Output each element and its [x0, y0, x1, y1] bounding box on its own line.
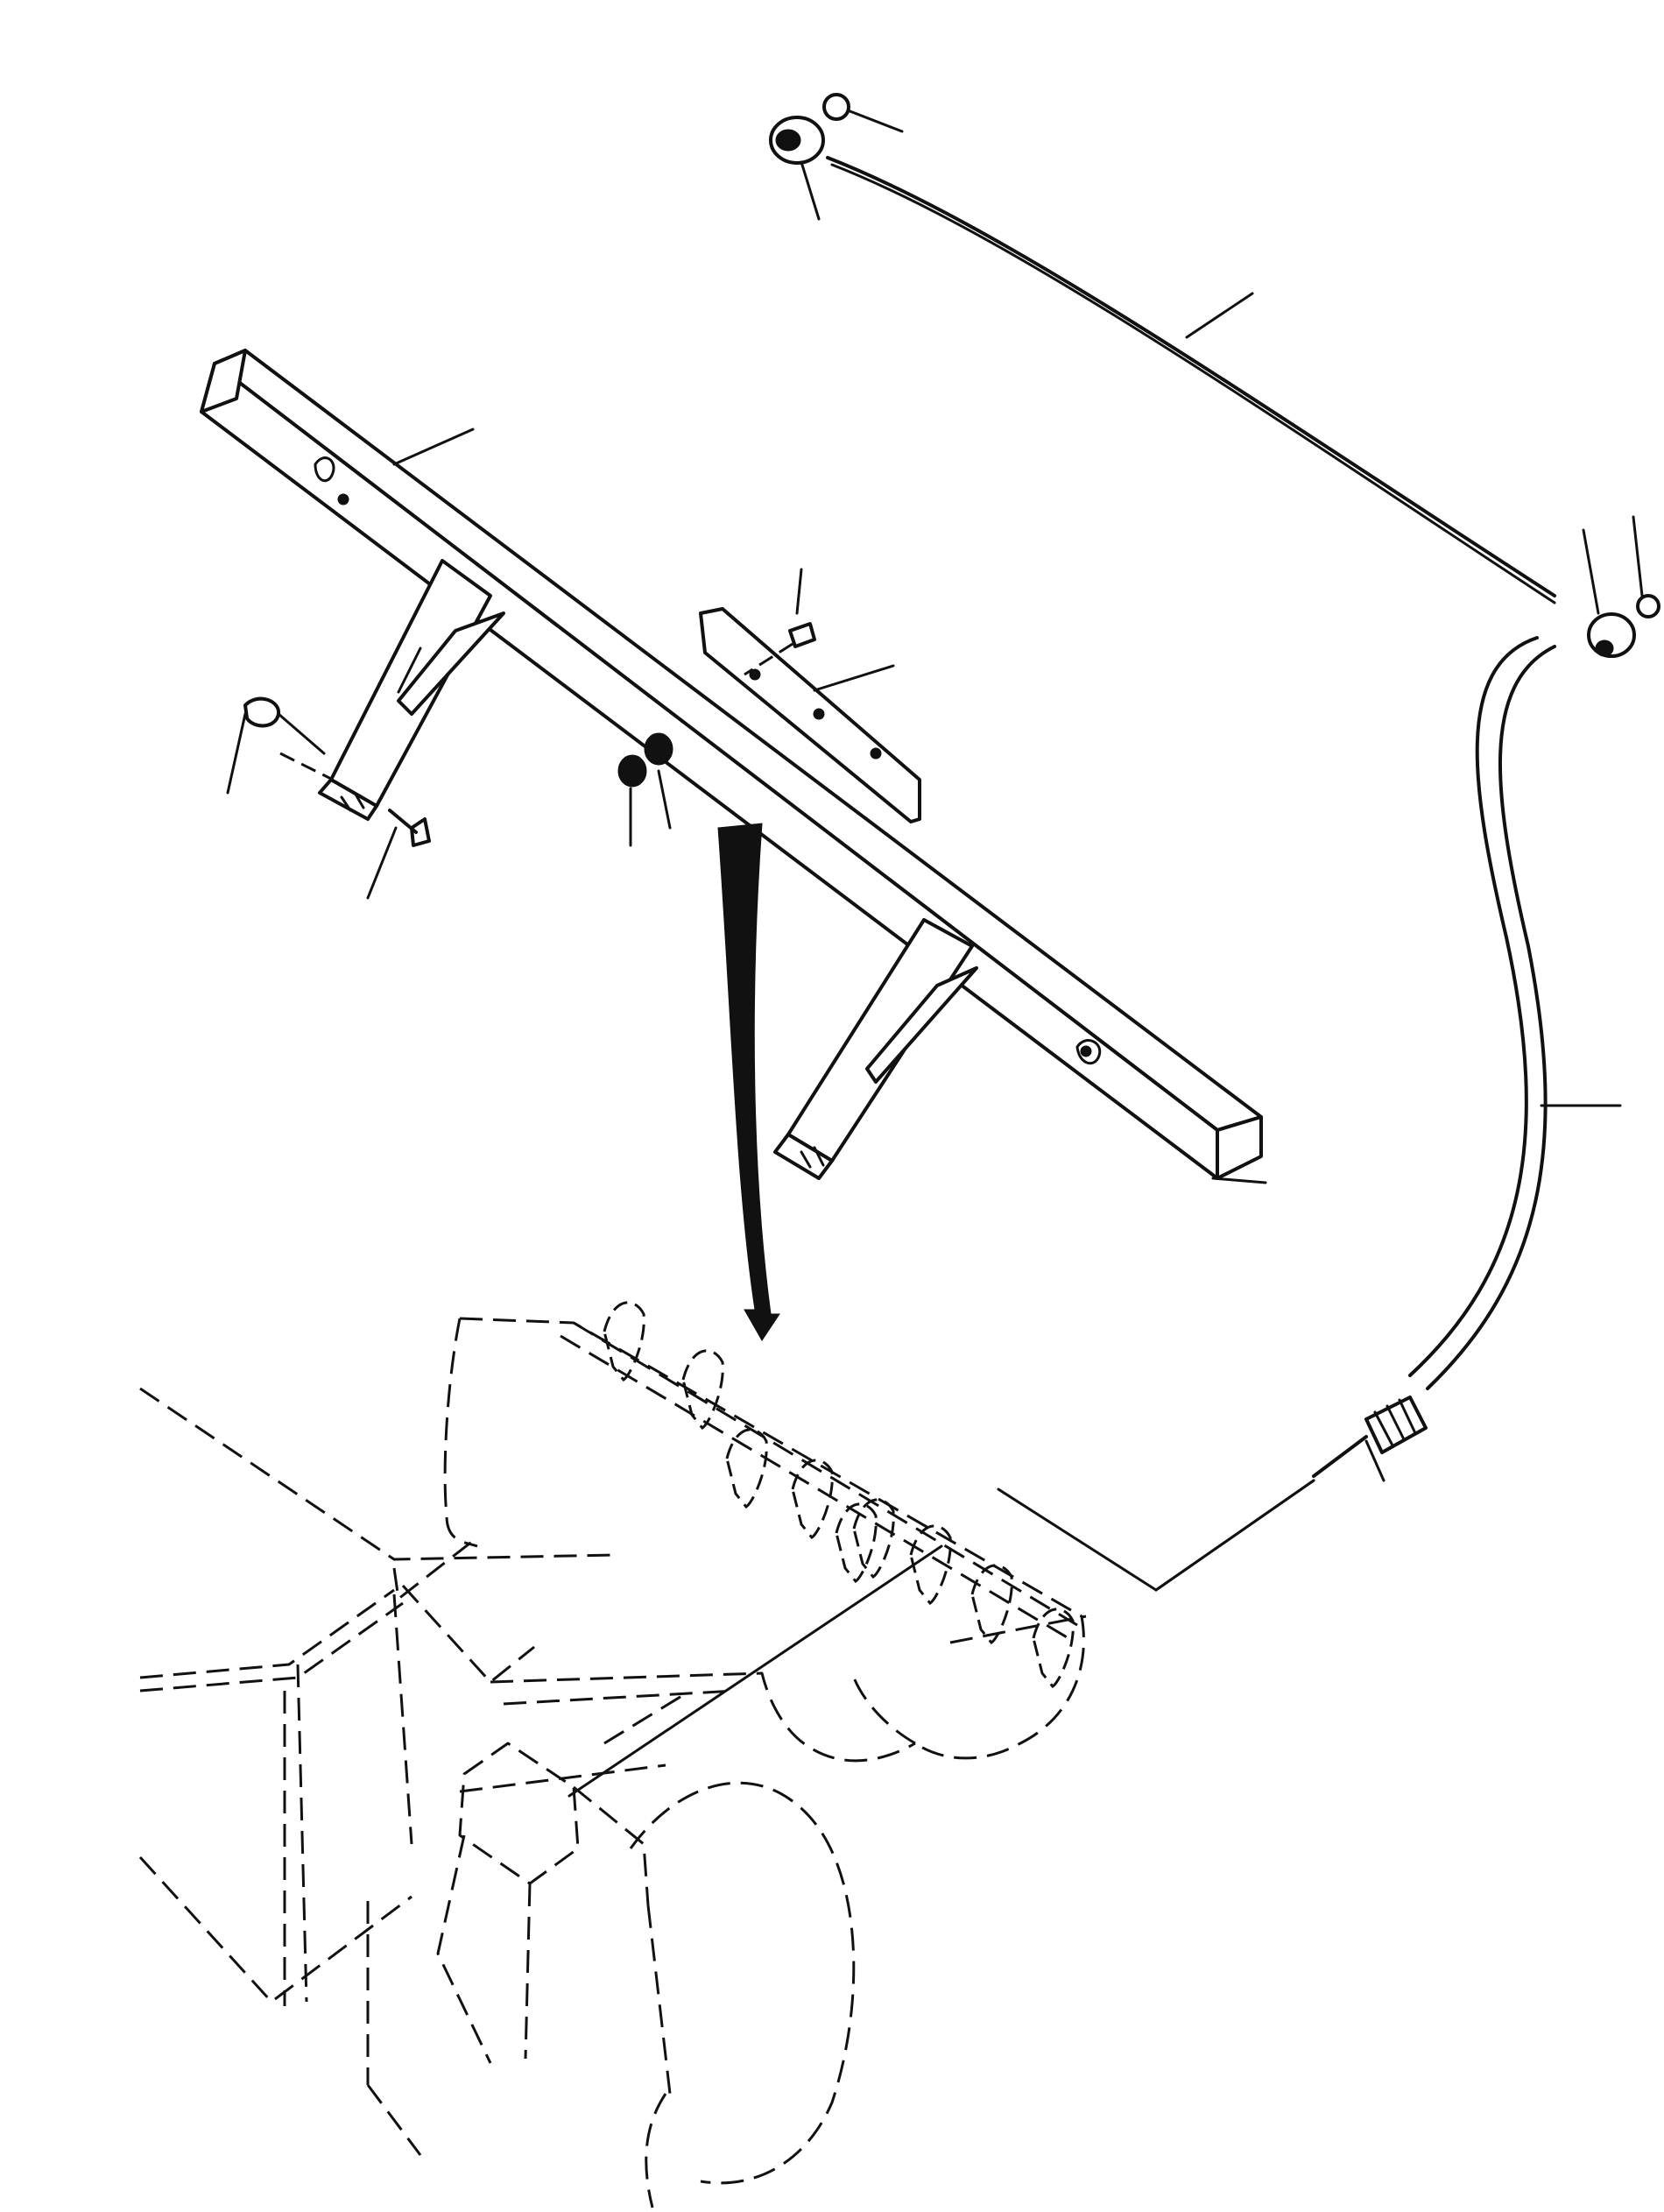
loader-frame — [138, 1387, 916, 2208]
guide-bar-leg-left — [318, 559, 505, 821]
mounting-bracket — [699, 568, 921, 823]
guide-bar-leg-right — [773, 918, 978, 1180]
hitch-pin-hardware — [226, 696, 431, 900]
cable — [826, 156, 1556, 597]
install-direction-arrow — [717, 823, 780, 1341]
bucket-teeth — [603, 1301, 1075, 1688]
cable-end-fitting-right — [1582, 515, 1660, 658]
center-fasteners — [617, 732, 673, 847]
bucket — [443, 1301, 1315, 1798]
cable-assembly — [769, 93, 1660, 1592]
cable-end-fitting-top — [769, 93, 904, 221]
cable-housing — [1408, 636, 1539, 1377]
